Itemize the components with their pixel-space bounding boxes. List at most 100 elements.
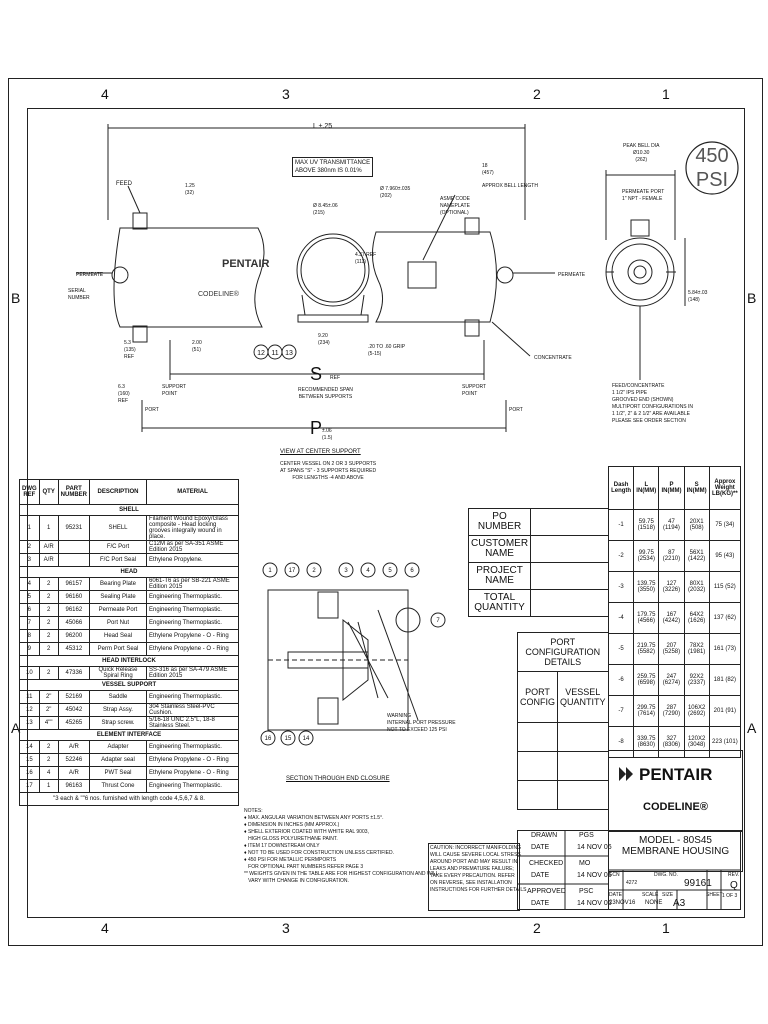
bom-section-header: HEAD	[19, 566, 239, 578]
dash-header-weight: Approx Weight LB(KG)**	[708, 466, 742, 510]
end-view-height-dim: 5.84±.03 (148)	[688, 290, 708, 303]
ecn-label: ECN	[609, 872, 620, 878]
bom-dwg-ref: 10	[19, 666, 40, 680]
bom-part-number: 52246	[57, 753, 91, 767]
codeline-logo: CODELINE®	[643, 801, 708, 813]
permeate-right-label: PERMEATE	[558, 272, 586, 278]
po-value-field[interactable]	[530, 535, 609, 563]
callout-12: 12	[257, 350, 265, 357]
dash-code: -6	[607, 664, 635, 696]
dash-p: 87 (2210)	[658, 540, 685, 572]
dash-l: 99.75 (2534)	[633, 540, 660, 572]
zone-right-a: A	[747, 720, 757, 736]
section-callout-7: 7	[436, 618, 440, 624]
date2-label: DATE	[609, 892, 622, 898]
asme-code-plate: ASME CODE NAMEPLATE (OPTIONAL)	[440, 196, 471, 216]
feed-concentrate-note: FEED/CONCENTRATE 1 1/2" IPS PIPE GROOVED…	[612, 383, 694, 424]
bom-description: Permeate Port	[89, 603, 147, 617]
note-line: FOR OPTIONAL PART NUMBERS REFER PAGE 3	[244, 864, 364, 870]
drawn-date: 14 NOV 06	[577, 844, 612, 851]
bom-qty: A/R	[38, 553, 59, 567]
bom-material: Engineering Thermoplastic.	[146, 779, 239, 793]
view-center-support-note: CENTER VESSEL ON 2 OR 3 SUPPORTS AT SPAN…	[280, 461, 377, 481]
bom-section-header: VESSEL SUPPORT	[19, 679, 239, 691]
dash-s: 106X2 (2692)	[683, 695, 710, 727]
bom-header-description: DESCRIPTION	[89, 479, 147, 505]
drawn-date-label: DATE	[531, 844, 550, 851]
bom-dwg-ref: 14	[19, 740, 40, 754]
bom-description: Perm Port Seal	[89, 642, 147, 656]
port-config-cell[interactable]	[517, 780, 558, 810]
bom-section-title: HEAD	[19, 566, 239, 578]
sheet-size: A3	[673, 898, 686, 909]
dash-p: 327 (8306)	[658, 726, 685, 758]
bom-qty: 2	[38, 577, 59, 591]
checked-date-label: DATE	[531, 872, 550, 879]
overall-length-dim: L ±.25	[313, 123, 333, 130]
bom-header-qty: QTY	[38, 479, 59, 505]
po-row: TOTAL QUANTITY	[467, 589, 609, 617]
bom-dwg-ref: 16	[19, 766, 40, 780]
bom-section-header: SHELL	[19, 504, 239, 516]
approved-by: PSC	[579, 888, 594, 895]
bom-description: Adapter	[89, 740, 147, 754]
bom-part-number: 96162	[57, 603, 91, 617]
bom-qty: 1	[38, 779, 59, 793]
bom-description: Bearing Plate	[89, 577, 147, 591]
approved-date: 14 NOV 06	[577, 900, 612, 907]
zone-bottom-4: 4	[101, 920, 109, 936]
note-line: ♦ NOT TO BE USED FOR CONSTRUCTION UNLESS…	[244, 850, 394, 856]
warning-port-pressure: WARNING INTERNAL PORT PRESSURE NOT TO EX…	[387, 713, 456, 733]
dim-920: 9.20 (234)	[318, 333, 330, 346]
po-value-field[interactable]	[530, 508, 609, 536]
caution-box: CAUTION: INCORRECT MANIFOLDING WILL CAUS…	[428, 843, 527, 911]
po-value-field[interactable]	[530, 562, 609, 590]
po-value-field[interactable]	[530, 589, 609, 617]
bom-material: Ethylene Propylene - O - Ring	[146, 766, 239, 780]
bom-part-number: 47336	[57, 666, 91, 680]
bom-qty: 2	[38, 603, 59, 617]
dim-18: 18 (457)	[482, 163, 494, 176]
vessel-quantity-cell[interactable]	[557, 780, 609, 810]
bom-description: SHELL	[89, 515, 147, 541]
vessel-quantity-cell[interactable]	[557, 751, 609, 781]
section-callout-15: 15	[285, 736, 292, 742]
dash-l: 299.75 (7614)	[633, 695, 660, 727]
bom-dwg-ref: 7	[19, 616, 40, 630]
po-label: TOTAL QUANTITY	[467, 589, 532, 617]
pentair-logo: PENTAIR	[639, 765, 713, 784]
po-row: CUSTOMER NAME	[467, 535, 609, 563]
bom-dwg-ref: 17	[19, 779, 40, 793]
bom-material: Ethylene Propylene.	[146, 553, 239, 567]
note-line: ** WEIGHTS GIVEN IN THE TABLE ARE FOR HI…	[244, 871, 439, 877]
dash-weight: 75 (34)	[708, 509, 742, 541]
note-line: NOTES:	[244, 808, 263, 814]
bom-material: Filament Wound Epoxy/Glass composite - H…	[146, 515, 239, 541]
bom-description: Saddle	[89, 690, 147, 704]
bom-description: Adapter seal	[89, 753, 147, 767]
section-callout-1: 1	[268, 568, 272, 574]
dash-code: -3	[607, 571, 635, 603]
dim-200: 2.00 (51)	[192, 340, 202, 353]
section-callout-2: 2	[312, 568, 316, 574]
bom-description: PWT Seal	[89, 766, 147, 780]
port-config-cell[interactable]	[517, 751, 558, 781]
dwg-no-label: DWG. NO.	[654, 872, 678, 878]
dash-weight: 181 (82)	[708, 664, 742, 696]
vessel-quantity-cell[interactable]	[557, 722, 609, 752]
po-row: PROJECT NAME	[467, 562, 609, 590]
port-config-cell[interactable]	[517, 722, 558, 752]
dash-l: 59.75 (1518)	[633, 509, 660, 541]
drawing-number: 99161	[684, 878, 712, 889]
bom-dwg-ref: 5	[19, 590, 40, 604]
dash-weight: 115 (52)	[708, 571, 742, 603]
bom-qty: 2	[38, 590, 59, 604]
dash-l: 259.75 (6598)	[633, 664, 660, 696]
dash-p: 207 (5258)	[658, 633, 685, 665]
